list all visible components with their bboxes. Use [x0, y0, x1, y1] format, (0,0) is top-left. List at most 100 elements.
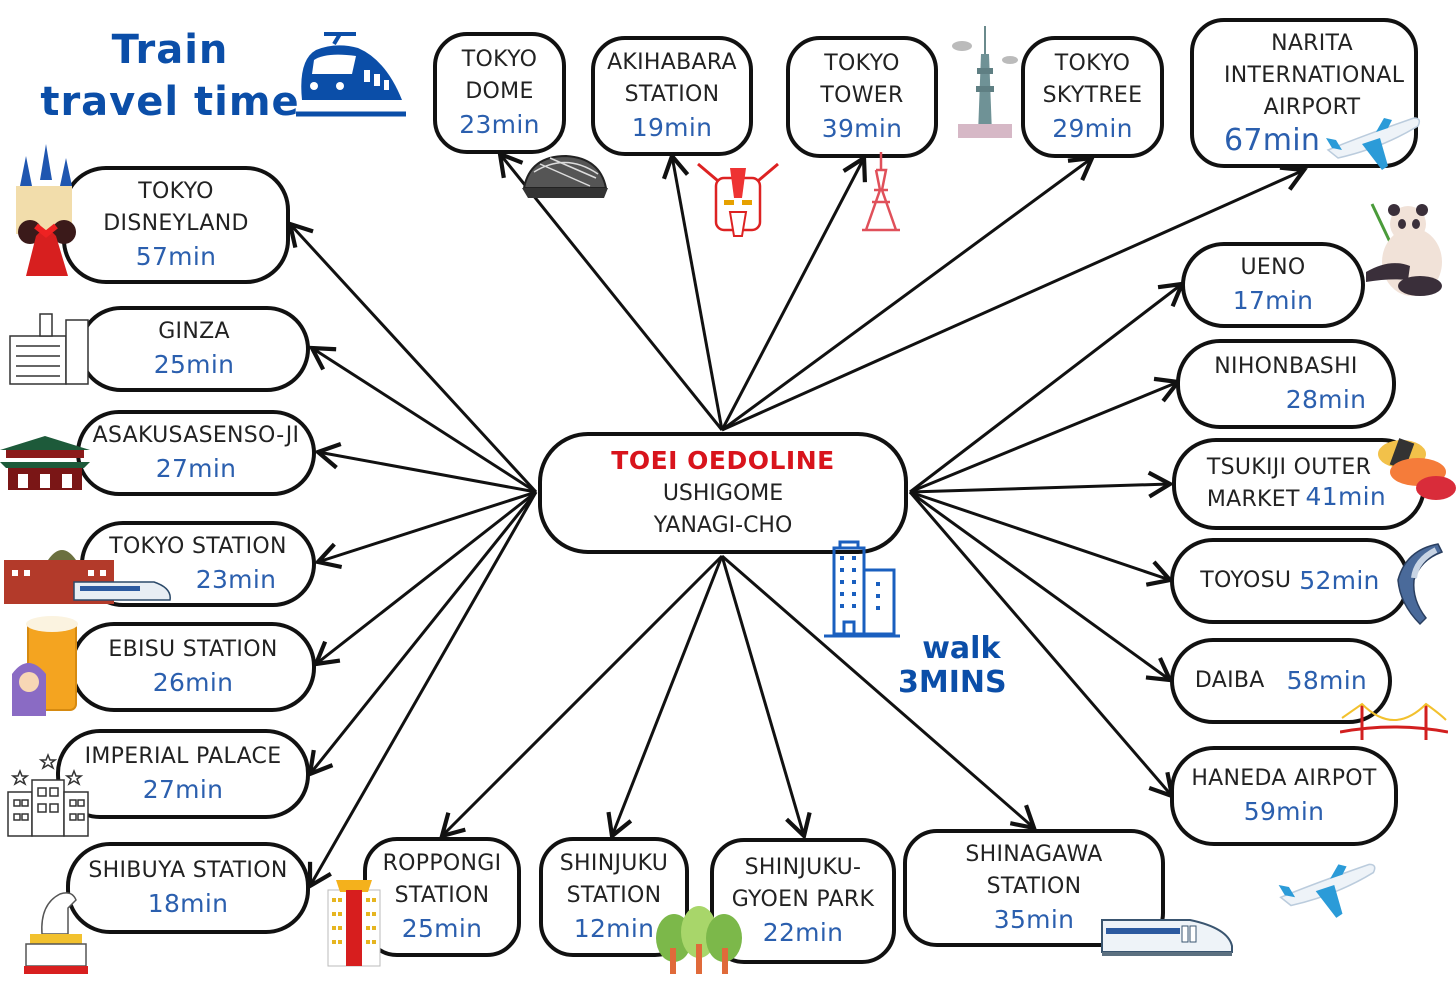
building-icon: [824, 540, 900, 638]
travel-time: 52min: [1299, 566, 1380, 595]
panda-icon: [1366, 203, 1442, 296]
destination-name: SHIBUYA STATION: [88, 858, 288, 883]
destination-name: ROPPONGI STATION: [382, 851, 502, 908]
destination-name: SHINJUKU- GYOEN PARK: [731, 855, 875, 912]
destination-name: EBISU STATION: [108, 637, 278, 662]
arrow-to-asakusa: [313, 442, 537, 494]
travel-time: 58min: [1286, 666, 1368, 695]
dome-icon: [522, 154, 608, 198]
node-tokyo-skytree: TOKYO SKYTREE 29min: [1021, 36, 1164, 158]
node-asakusa: ASAKUSASENSO-JI 27min: [76, 410, 316, 496]
node-akihabara: AKIHABARA STATION 19min: [591, 36, 753, 156]
tower-building-icon: [327, 880, 381, 967]
destination-name: AKIHABARA STATION: [607, 50, 737, 107]
skytree-icon: [952, 26, 1018, 138]
node-roppongi: ROPPONGI STATION 25min: [363, 837, 521, 957]
arrow-to-roppongi: [439, 554, 724, 839]
node-tokyo-disneyland: TOKYO DISNEYLAND 57min: [62, 166, 290, 284]
travel-time: 29min: [1052, 114, 1133, 143]
arrow-to-ginza: [308, 345, 537, 494]
temple-gate-icon: [0, 436, 90, 490]
node-ueno: UENO 17min: [1181, 242, 1365, 328]
destination-name: TOKYO DISNEYLAND: [103, 179, 249, 236]
destination-name: TOKYO SKYTREE: [1042, 51, 1143, 108]
castle-icon: [16, 144, 76, 276]
travel-time: 25min: [153, 350, 235, 379]
title-line-2: travel time: [40, 79, 300, 125]
walk-label: walk: [922, 631, 1001, 666]
destination-name: SHINJUKU STATION: [559, 851, 669, 908]
arrow-to-ueno: [909, 281, 1186, 494]
bullet-train-icon: [1101, 919, 1233, 956]
node-haneda: HANEDA AIRPOT 59min: [1170, 746, 1398, 846]
sushi-icon: [1378, 438, 1456, 500]
travel-time: 23min: [459, 110, 540, 139]
destination-name: UENO: [1240, 255, 1306, 280]
destination-name: TOKYO DOME: [461, 47, 538, 104]
node-tokyo-dome: TOKYO DOME 23min: [433, 32, 566, 154]
node-ginza: GINZA 25min: [78, 306, 310, 392]
walk-minutes: 3MINS: [898, 665, 1007, 700]
travel-time: 25min: [401, 914, 483, 943]
travel-time: 18min: [147, 889, 229, 918]
station-name-line-1: USHIGOME: [662, 481, 784, 506]
title-line-1: Train: [111, 27, 229, 73]
destination-name: NIHONBASHI: [1214, 354, 1358, 379]
arrow-to-ebisu: [312, 490, 537, 667]
destination-name: IMPERIAL PALACE: [84, 744, 282, 769]
arrow-to-shinjuku-gyoen: [720, 555, 812, 841]
trees-icon: [656, 906, 742, 974]
node-shibuya: SHIBUYA STATION 18min: [66, 842, 310, 934]
department-store-icon: [9, 313, 89, 385]
node-shinjuku: SHINJUKU STATION 12min: [539, 837, 689, 957]
travel-time: 26min: [152, 668, 234, 697]
page-title: Train travel time: [40, 24, 300, 128]
destination-name: TSUKIJI OUTER MARKET: [1206, 455, 1372, 512]
arrow-to-shibuya: [307, 491, 538, 890]
arrow-to-tokyo-station: [313, 490, 537, 570]
bridge-icon: [1340, 702, 1448, 740]
destination-name: TOKYO STATION: [109, 534, 287, 559]
train-icon: [296, 32, 406, 117]
travel-time: 59min: [1243, 797, 1325, 826]
subway-line-name: TOEI OEDOLINE: [611, 446, 835, 475]
node-shinjuku-gyoen: SHINJUKU- GYOEN PARK 22min: [710, 838, 896, 964]
walk-time-label: walk 3MINS: [898, 632, 1007, 700]
travel-time: 27min: [155, 454, 237, 483]
node-nihonbashi: NIHONBASHI 28min: [1176, 339, 1396, 429]
travel-time: 67min: [1224, 123, 1321, 158]
arrow-to-nihonbashi: [909, 376, 1182, 494]
destination-name: ASAKUSASENSO-JI: [92, 423, 300, 448]
robot-head-icon: [697, 162, 779, 237]
arrow-to-shinjuku: [606, 555, 724, 840]
airplane-icon: [1326, 117, 1421, 170]
hotel-icon: [7, 752, 89, 837]
destination-name: TOYOSU: [1200, 568, 1292, 593]
destination-name: DAIBA: [1194, 668, 1265, 693]
node-ebisu: EBISU STATION 26min: [70, 622, 316, 712]
destination-name: HANEDA AIRPOT: [1191, 766, 1377, 791]
arrow-to-tokyo-disneyland: [287, 220, 538, 494]
station-building-icon: [4, 550, 171, 604]
travel-time: 22min: [762, 918, 844, 947]
arrow-to-toyosu: [909, 490, 1175, 587]
node-tokyo-station: TOKYO STATION 23min: [80, 521, 316, 607]
travel-time: 27min: [142, 775, 224, 804]
node-toyosu: TOYOSU 52min: [1170, 538, 1410, 624]
travel-time: 19min: [631, 113, 713, 142]
travel-time: 41min: [1305, 482, 1386, 511]
destination-name: GINZA: [158, 319, 230, 344]
tuna-icon: [1397, 543, 1444, 626]
tokyo-tower-icon: [862, 152, 900, 232]
travel-time: 39min: [821, 114, 903, 143]
airplane-icon: [1278, 863, 1376, 918]
arrow-to-tsukiji: [909, 470, 1175, 499]
travel-time: 35min: [993, 905, 1075, 934]
station-name-line-2: YANAGI-CHO: [653, 513, 793, 538]
travel-time: 23min: [195, 565, 277, 594]
node-shinagawa: SHINAGAWA STATION 35min: [903, 829, 1165, 947]
travel-time: 28min: [1285, 385, 1367, 414]
destination-name: NARITA INTERNATIONAL AIRPORT: [1224, 31, 1405, 120]
beer-icon: [12, 616, 78, 716]
